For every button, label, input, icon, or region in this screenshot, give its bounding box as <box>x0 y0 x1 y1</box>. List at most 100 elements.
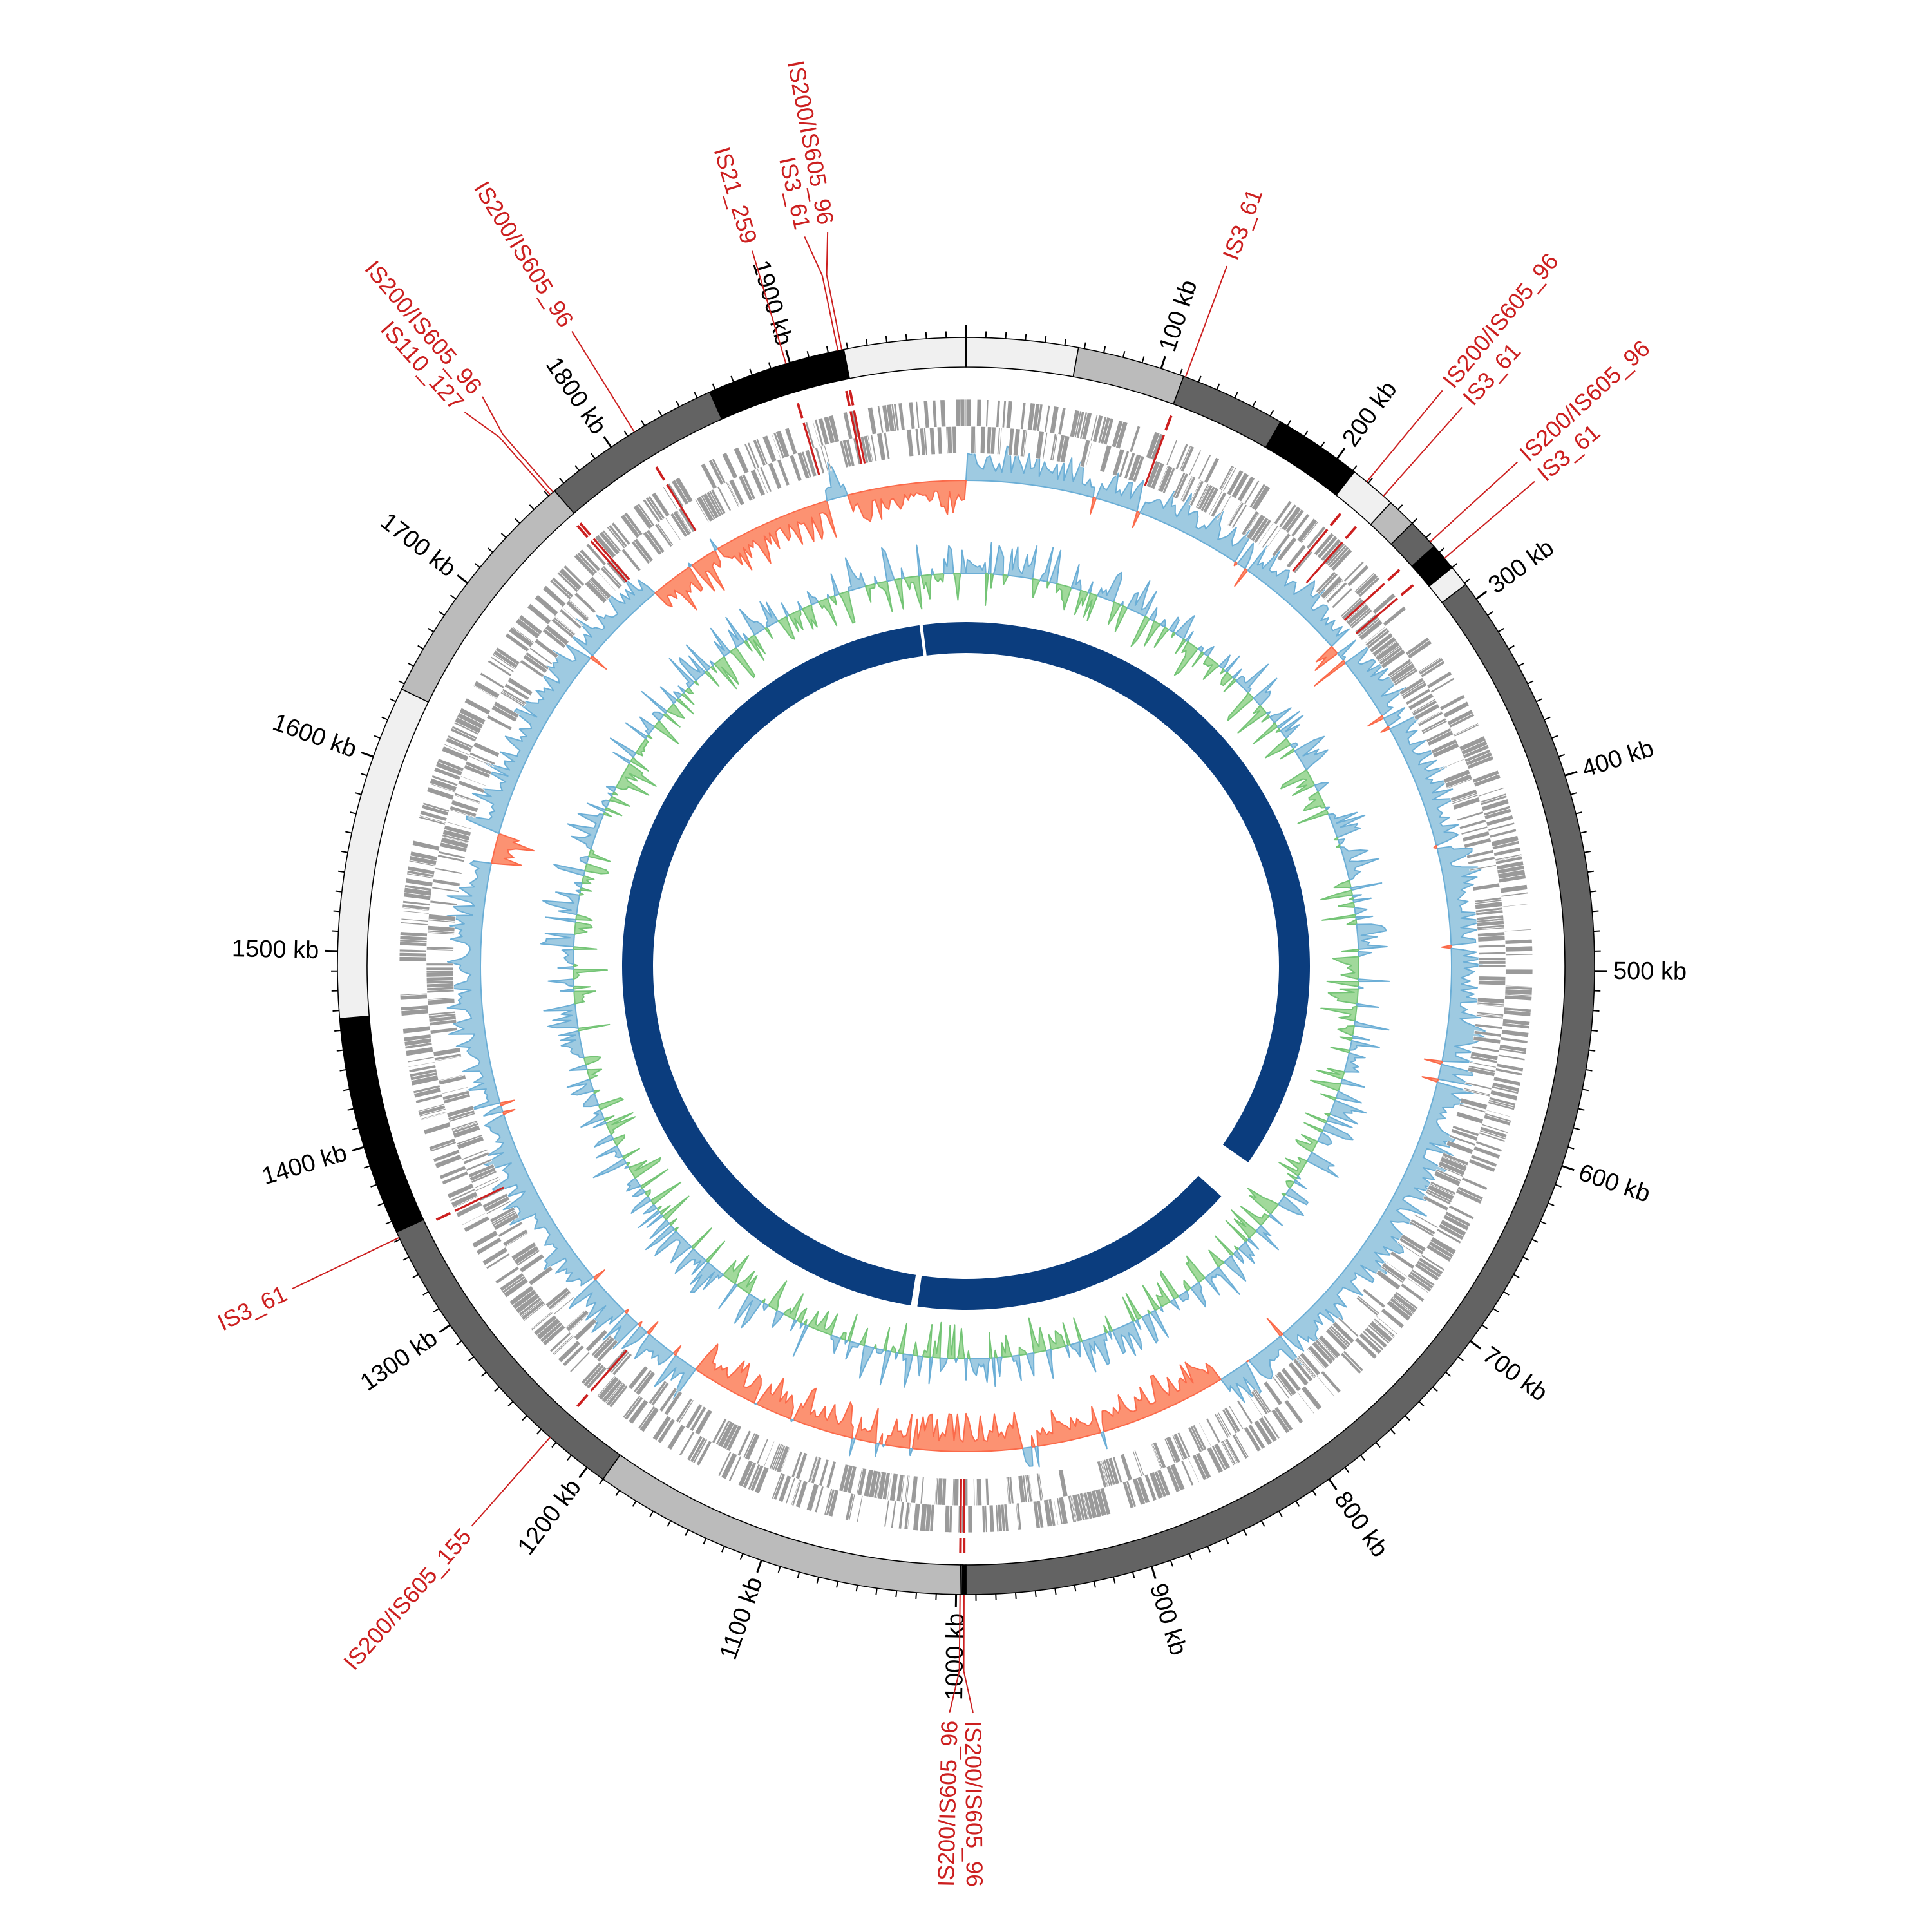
is-element-gene <box>592 538 630 580</box>
gene <box>399 956 427 962</box>
minor-tick <box>1412 518 1417 524</box>
gene <box>1210 491 1227 518</box>
minor-tick <box>407 662 414 667</box>
gene <box>1455 1111 1484 1124</box>
gene <box>795 1452 808 1480</box>
gene <box>544 624 569 646</box>
minor-tick <box>551 1442 557 1448</box>
gene <box>778 1475 792 1503</box>
minor-tick <box>1170 1560 1173 1567</box>
minor-tick <box>598 1479 604 1485</box>
gene <box>585 1329 608 1352</box>
gene <box>1228 1405 1244 1430</box>
minor-tick <box>381 716 388 721</box>
minor-tick <box>355 792 362 795</box>
minor-tick <box>1352 465 1358 471</box>
minor-tick <box>450 594 457 600</box>
gene <box>791 1450 803 1478</box>
gene <box>1150 1443 1162 1470</box>
gene <box>712 1417 728 1444</box>
gene <box>573 1318 598 1341</box>
is-element-mark <box>579 522 592 536</box>
minor-tick <box>623 430 629 437</box>
gene <box>657 1418 676 1444</box>
gene <box>721 452 739 480</box>
gene <box>808 1455 819 1483</box>
gene <box>1222 1408 1238 1434</box>
gene <box>1452 794 1479 805</box>
minor-tick <box>1527 680 1534 685</box>
gene <box>589 576 612 600</box>
gene <box>1422 719 1448 735</box>
gene <box>493 701 520 719</box>
gene <box>1401 682 1428 700</box>
gene <box>1191 1454 1208 1481</box>
gene <box>1451 792 1478 803</box>
gc-skew-negative <box>491 833 535 866</box>
gene <box>428 914 457 922</box>
gene <box>976 1478 983 1506</box>
minor-tick <box>1132 1571 1135 1578</box>
minor-tick <box>649 1511 654 1517</box>
minor-tick <box>1536 698 1542 703</box>
gene <box>656 522 674 547</box>
minor-tick <box>1054 1588 1057 1595</box>
minor-tick <box>1320 441 1325 448</box>
gene <box>1243 1426 1262 1452</box>
gene <box>820 446 829 473</box>
minor-tick <box>685 1530 689 1536</box>
gene <box>1231 472 1250 499</box>
minor-tick <box>749 368 753 375</box>
gc-skew-positive <box>634 1333 674 1366</box>
gene <box>562 1345 585 1367</box>
gene <box>401 922 428 926</box>
gene <box>1251 1390 1269 1416</box>
gene <box>1253 1419 1273 1446</box>
gene <box>1012 428 1021 457</box>
gene <box>867 435 874 462</box>
gene <box>525 651 550 670</box>
gene <box>1478 951 1506 955</box>
minor-tick <box>925 332 927 339</box>
gene <box>1470 1056 1498 1064</box>
minor-tick <box>826 346 829 353</box>
is-element-marks <box>435 390 1414 1553</box>
gene <box>448 1110 475 1121</box>
minor-tick <box>574 465 580 471</box>
gc-skew-negative <box>589 655 607 670</box>
gene <box>1477 935 1506 942</box>
minor-tick <box>777 1566 781 1573</box>
gc-content-below <box>1280 769 1316 797</box>
gc-skew-negative <box>854 1407 879 1444</box>
gene <box>473 1176 500 1189</box>
gene <box>409 1068 437 1078</box>
gc-skew-negative <box>1421 1076 1439 1083</box>
gc-content-below <box>1055 583 1072 611</box>
gene <box>1474 901 1503 910</box>
gene <box>1188 1426 1202 1453</box>
gene <box>1478 957 1506 961</box>
gene <box>1397 1241 1421 1258</box>
gene <box>1446 778 1473 790</box>
minor-tick <box>1287 420 1292 426</box>
minor-tick <box>336 1049 343 1052</box>
gene <box>401 910 430 914</box>
gene <box>1432 742 1460 759</box>
gene <box>1296 1357 1315 1379</box>
gene <box>721 1452 738 1480</box>
gene <box>1118 450 1130 478</box>
gene <box>1464 1081 1492 1090</box>
gene <box>465 761 492 775</box>
gene <box>433 1047 461 1057</box>
gc-skew-negative <box>793 1387 854 1439</box>
gene <box>964 399 967 427</box>
minor-tick <box>1487 611 1493 616</box>
gc-skew-negative <box>756 1378 794 1420</box>
gc-content-above <box>1294 735 1329 771</box>
gene <box>1096 1460 1108 1488</box>
gc-content-above <box>558 1030 585 1059</box>
gene <box>1376 1269 1401 1291</box>
gene <box>611 522 631 545</box>
gene <box>1473 773 1501 788</box>
gene <box>1446 1140 1474 1155</box>
